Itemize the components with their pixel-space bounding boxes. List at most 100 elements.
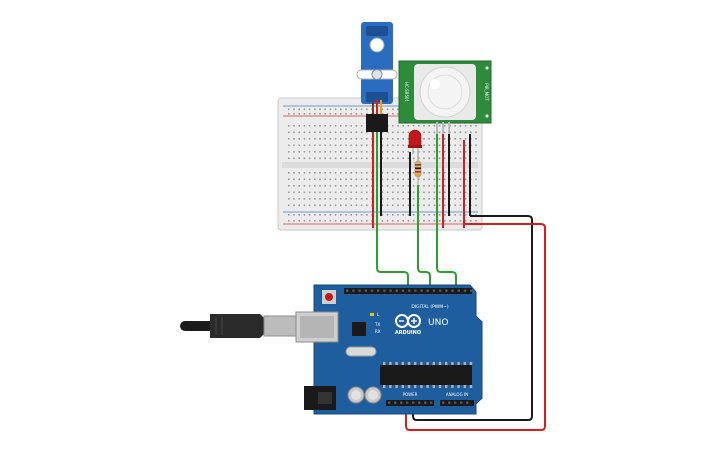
resistor-band — [415, 174, 421, 176]
signal-wires — [376, 132, 457, 290]
breadboard-hole — [386, 191, 389, 194]
breadboard-hole — [293, 151, 295, 153]
breadboard-hole — [366, 138, 368, 140]
servo-motor[interactable] — [356, 22, 398, 132]
breadboard-hole — [303, 178, 306, 181]
breadboard-hole — [298, 178, 300, 181]
breadboard-hole — [360, 178, 363, 181]
breadboard-hole — [381, 198, 384, 200]
breadboard-hole — [314, 220, 316, 222]
breadboard-hole — [303, 113, 306, 115]
breadboard-hole — [407, 138, 410, 140]
resistor[interactable] — [414, 156, 422, 185]
breadboard-hole — [329, 214, 332, 216]
breadboard-hole — [386, 157, 389, 160]
breadboard-hole — [324, 113, 326, 115]
breadboard-hole — [402, 185, 404, 187]
breadboard-hole — [423, 220, 425, 222]
breadboard-hole — [303, 198, 306, 200]
usb-cable[interactable] — [180, 314, 299, 338]
breadboard-hole — [392, 125, 394, 127]
breadboard-hole — [438, 191, 441, 194]
breadboard-hole — [303, 151, 306, 153]
header-pin — [466, 401, 469, 404]
breadboard-hole — [438, 172, 441, 174]
breadboard-hole — [298, 157, 300, 160]
chip-pin — [457, 362, 460, 365]
breadboard-hole — [288, 157, 290, 160]
breadboard-hole — [319, 220, 321, 222]
breadboard-hole — [428, 157, 430, 160]
breadboard-hole — [314, 157, 316, 160]
header-pin — [406, 401, 409, 404]
breadboard-hole — [381, 144, 384, 147]
pir-pad — [485, 66, 489, 70]
header-pin — [389, 289, 392, 292]
chip-pin — [383, 362, 386, 365]
breadboard-hole — [397, 125, 399, 127]
vcc-wire[interactable] — [405, 223, 546, 431]
breadboard-hole — [433, 125, 436, 127]
breadboard-hole — [345, 113, 347, 115]
breadboard-hole — [334, 131, 337, 134]
breadboard-hole — [366, 157, 368, 160]
breadboard-hole — [298, 185, 300, 187]
breadboard-hole — [433, 138, 436, 140]
breadboard-hole — [308, 178, 311, 181]
chip-pin — [438, 362, 442, 365]
header-pin — [377, 289, 380, 292]
header-pin — [470, 289, 473, 292]
breadboard-hole — [350, 172, 352, 174]
breadboard-hole — [412, 220, 415, 222]
breadboard-hole — [454, 172, 456, 174]
breadboard-hole — [319, 138, 321, 140]
chip-pin — [401, 385, 404, 388]
breadboard-hole — [350, 113, 352, 115]
breadboard-hole — [303, 125, 306, 127]
breadboard-hole — [397, 151, 399, 153]
breadboard-hole — [397, 220, 399, 222]
breadboard-hole — [444, 131, 446, 134]
breadboard-hole — [345, 220, 347, 222]
breadboard-hole — [288, 131, 290, 134]
breadboard-hole — [454, 214, 456, 216]
breadboard-hole — [381, 214, 384, 216]
breadboard-hole — [475, 172, 477, 174]
breadboard-hole — [433, 198, 436, 200]
breadboard-hole — [475, 151, 477, 153]
pir-sensor[interactable]: HC-SR501 PIR_MOT — [398, 60, 492, 134]
breadboard-hole — [366, 113, 368, 115]
breadboard-hole — [392, 172, 394, 174]
breadboard-hole — [381, 138, 384, 140]
breadboard-hole — [397, 191, 399, 194]
gnd-wire[interactable] — [412, 215, 533, 421]
breadboard-hole — [444, 204, 446, 207]
breadboard-hole — [366, 220, 368, 222]
led-signal-wire[interactable] — [417, 185, 431, 290]
breadboard-hole — [293, 113, 295, 115]
red-led[interactable] — [408, 129, 422, 158]
chip-pin — [445, 362, 448, 365]
breadboard-hole — [433, 131, 436, 134]
breadboard-hole — [366, 191, 368, 194]
breadboard-hole — [386, 172, 389, 174]
breadboard-hole — [438, 220, 441, 222]
servo-signal-wire[interactable] — [376, 132, 409, 290]
arduino-uno[interactable]: DIGITAL (PWM~) TX RX L ARDUINO UNO P — [295, 284, 483, 415]
breadboard-hole — [381, 178, 384, 181]
breadboard-hole — [438, 144, 441, 147]
breadboard-hole — [386, 204, 389, 207]
breadboard-hole — [423, 131, 425, 134]
breadboard-hole — [428, 131, 430, 134]
breadboard-hole — [407, 185, 410, 187]
breadboard-hole — [428, 198, 430, 200]
breadboard-hole — [334, 144, 337, 147]
breadboard-hole — [402, 191, 404, 194]
pir-signal-wire[interactable] — [436, 134, 457, 290]
breadboard-hole — [360, 144, 363, 147]
breadboard-hole — [350, 220, 352, 222]
breadboard-hole — [329, 113, 332, 115]
breadboard-hole — [475, 138, 477, 140]
breadboard-hole — [392, 214, 394, 216]
breadboard-hole — [397, 144, 399, 147]
